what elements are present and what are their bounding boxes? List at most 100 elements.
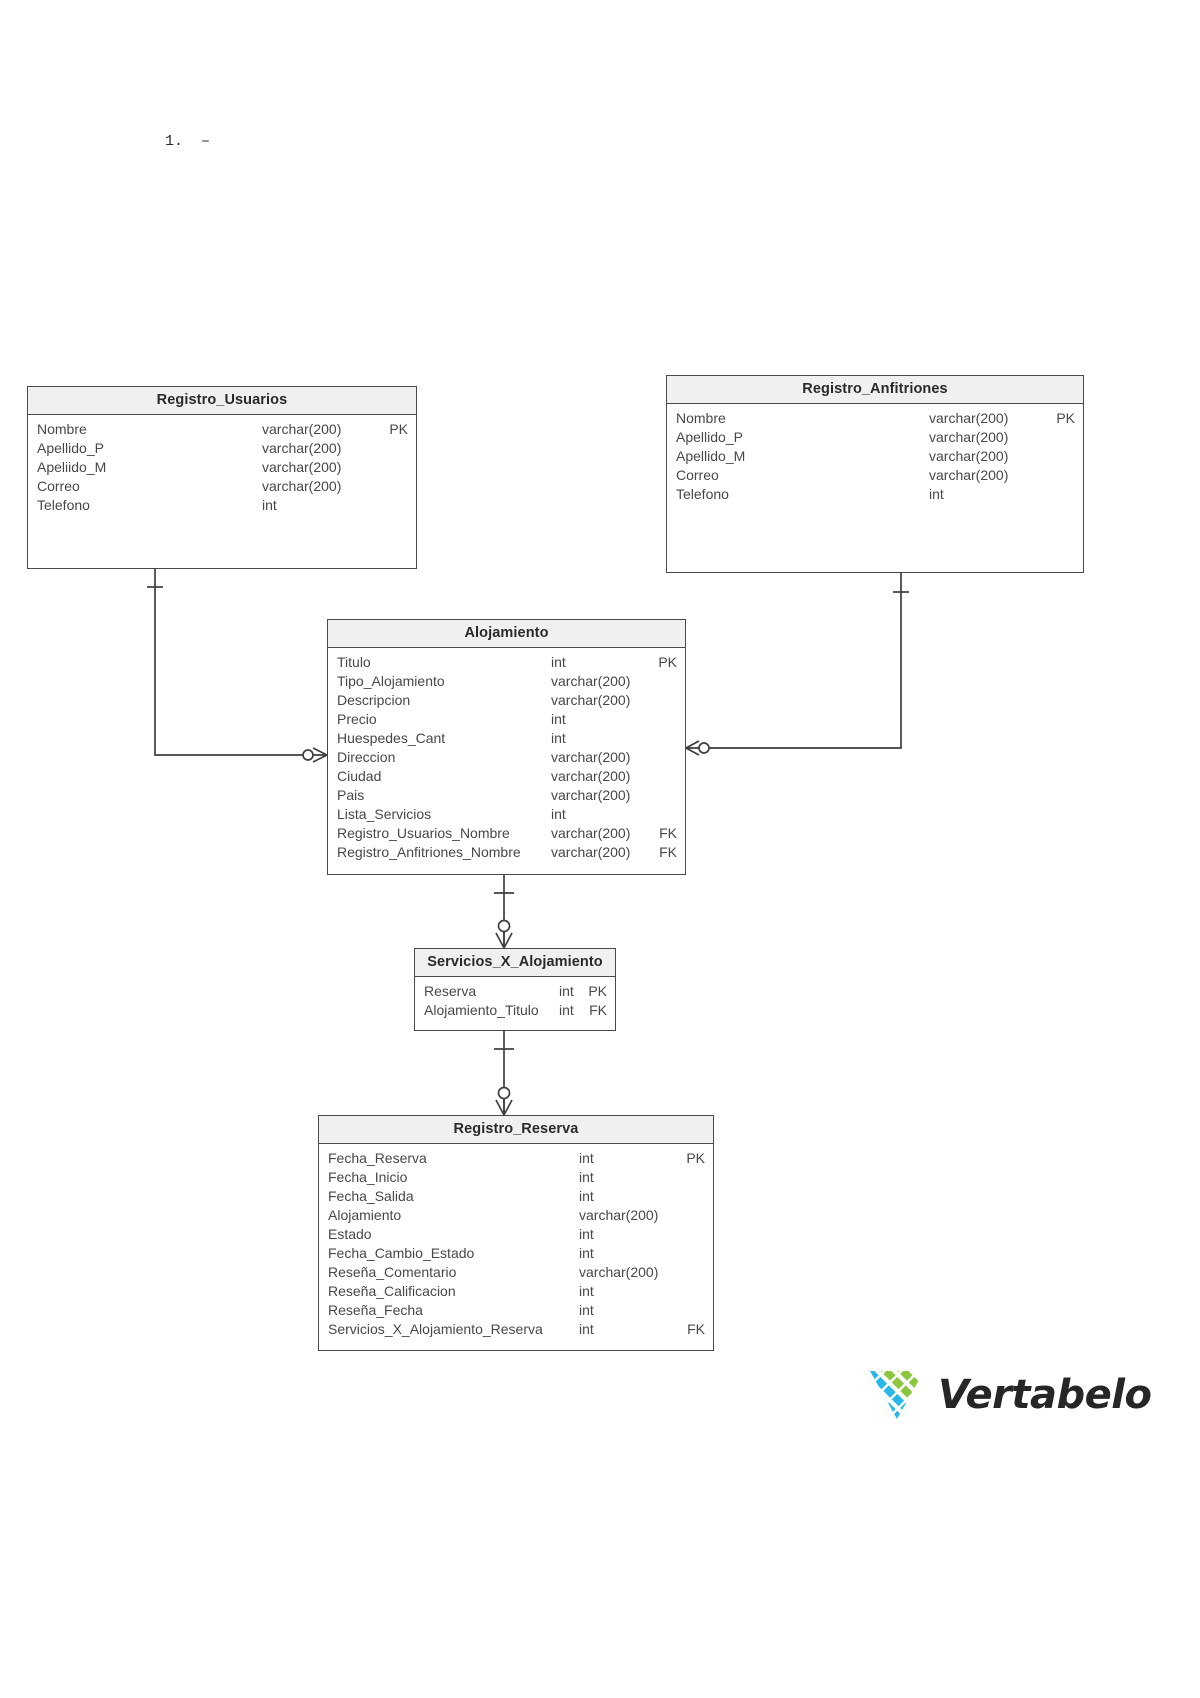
- attribute-type: int: [559, 1002, 574, 1018]
- attribute-type: varchar(200): [579, 1264, 659, 1280]
- attribute-type: int: [579, 1302, 594, 1318]
- attribute-row: Fecha_Salida int: [319, 1187, 713, 1206]
- attribute-name: Reseña_Calificacion: [328, 1283, 456, 1299]
- attribute-name: Registro_Usuarios_Nombre: [337, 825, 510, 841]
- attribute-type: varchar(200): [551, 844, 631, 860]
- entity-title-servicios-x-alojamiento: Servicios_X_Alojamiento: [415, 949, 615, 977]
- attribute-type: int: [559, 983, 574, 999]
- attribute-type: int: [262, 497, 277, 513]
- attribute-name: Descripcion: [337, 692, 411, 708]
- attribute-type: varchar(200): [929, 448, 1009, 464]
- attribute-name: Apellido_P: [37, 440, 104, 456]
- attribute-name: Apeliido_M: [37, 459, 107, 475]
- attribute-row: Reserva int PK: [415, 982, 615, 1001]
- attribute-type: varchar(200): [929, 429, 1009, 445]
- attribute-row: Tipo_Alojamiento varchar(200): [328, 672, 685, 691]
- attribute-name: Alojamiento: [328, 1207, 402, 1223]
- entity-registro-usuarios[interactable]: Registro_Usuarios Nombre varchar(200) PK…: [27, 386, 417, 569]
- attribute-type: varchar(200): [929, 410, 1009, 426]
- vertabelo-triangle-icon: [870, 1371, 924, 1419]
- attribute-row: Reseña_Calificacion int: [319, 1282, 713, 1301]
- attribute-row: Reseña_Comentario varchar(200): [319, 1263, 713, 1282]
- attribute-name: Reserva: [424, 983, 477, 999]
- attribute-row: Registro_Anfitriones_Nombre varchar(200)…: [328, 843, 685, 862]
- attribute-type: int: [579, 1150, 594, 1166]
- attribute-name: Apellido_P: [676, 429, 743, 445]
- attribute-row: Titulo int PK: [328, 653, 685, 672]
- attribute-type: varchar(200): [551, 825, 631, 841]
- attribute-key: PK: [686, 1150, 705, 1166]
- attribute-row: Fecha_Cambio_Estado int: [319, 1244, 713, 1263]
- attribute-type: int: [579, 1188, 594, 1204]
- attribute-row: Nombre varchar(200) PK: [667, 409, 1083, 428]
- attribute-name: Reseña_Fecha: [328, 1302, 423, 1318]
- attribute-row: Alojamiento_Titulo int FK: [415, 1001, 615, 1020]
- attribute-row: Telefono int: [28, 496, 416, 515]
- attribute-name: Ciudad: [337, 768, 382, 784]
- entity-registro-reserva[interactable]: Registro_Reserva Fecha_Reserva int PK Fe…: [318, 1115, 714, 1351]
- attribute-row: Estado int: [319, 1225, 713, 1244]
- attribute-type: int: [551, 711, 566, 727]
- attribute-row: Apellido_M varchar(200): [667, 447, 1083, 466]
- attribute-type: int: [579, 1169, 594, 1185]
- attribute-row: Correo varchar(200): [28, 477, 416, 496]
- attribute-type: int: [551, 654, 566, 670]
- entity-attributes-registro-anfitriones: Nombre varchar(200) PK Apellido_P varcha…: [667, 404, 1083, 514]
- attribute-row: Apellido_P varchar(200): [667, 428, 1083, 447]
- attribute-type: varchar(200): [551, 673, 631, 689]
- entity-attributes-alojamiento: Titulo int PK Tipo_Alojamiento varchar(2…: [328, 648, 685, 872]
- attribute-name: Correo: [37, 478, 80, 494]
- attribute-type: int: [929, 486, 944, 502]
- attribute-row: Pais varchar(200): [328, 786, 685, 805]
- attribute-row: Direccion varchar(200): [328, 748, 685, 767]
- attribute-type: varchar(200): [262, 421, 342, 437]
- attribute-name: Nombre: [676, 410, 726, 426]
- vertabelo-wordmark: Vertabelo: [938, 1372, 1152, 1418]
- attribute-name: Titulo: [337, 654, 371, 670]
- entity-attributes-servicios-x-alojamiento: Reserva int PK Alojamiento_Titulo int FK: [415, 977, 615, 1030]
- attribute-type: varchar(200): [262, 440, 342, 456]
- entity-attributes-registro-reserva: Fecha_Reserva int PK Fecha_Inicio int Fe…: [319, 1144, 713, 1349]
- attribute-name: Telefono: [37, 497, 90, 513]
- attribute-type: int: [579, 1245, 594, 1261]
- attribute-name: Telefono: [676, 486, 729, 502]
- attribute-type: varchar(200): [551, 768, 631, 784]
- entity-alojamiento[interactable]: Alojamiento Titulo int PK Tipo_Alojamien…: [327, 619, 686, 875]
- attribute-row: Huespedes_Cant int: [328, 729, 685, 748]
- attribute-row: Alojamiento varchar(200): [319, 1206, 713, 1225]
- attribute-name: Huespedes_Cant: [337, 730, 446, 746]
- attribute-row: Precio int: [328, 710, 685, 729]
- attribute-type: int: [551, 730, 566, 746]
- entity-servicios-x-alojamiento[interactable]: Servicios_X_Alojamiento Reserva int PK A…: [414, 948, 616, 1031]
- attribute-key: FK: [687, 1321, 705, 1337]
- attribute-row: Nombre varchar(200) PK: [28, 420, 416, 439]
- attribute-name: Fecha_Reserva: [328, 1150, 427, 1166]
- attribute-type: int: [579, 1283, 594, 1299]
- attribute-key: FK: [659, 825, 677, 841]
- attribute-name: Pais: [337, 787, 365, 803]
- entity-attributes-registro-usuarios: Nombre varchar(200) PK Apellido_P varcha…: [28, 415, 416, 525]
- attribute-row: Registro_Usuarios_Nombre varchar(200) FK: [328, 824, 685, 843]
- attribute-name: Alojamiento_Titulo: [424, 1002, 539, 1018]
- attribute-row: Apeliido_M varchar(200): [28, 458, 416, 477]
- attribute-name: Fecha_Inicio: [328, 1169, 408, 1185]
- entity-title-registro-anfitriones: Registro_Anfitriones: [667, 376, 1083, 404]
- attribute-name: Precio: [337, 711, 377, 727]
- entity-registro-anfitriones[interactable]: Registro_Anfitriones Nombre varchar(200)…: [666, 375, 1084, 573]
- attribute-key: FK: [659, 844, 677, 860]
- attribute-key: PK: [389, 421, 408, 437]
- attribute-type: int: [551, 806, 566, 822]
- attribute-name: Estado: [328, 1226, 372, 1242]
- vertabelo-logo: Vertabelo: [868, 1360, 1152, 1430]
- ordered-list-marker: 1. –: [165, 133, 211, 150]
- attribute-row: Lista_Servicios int: [328, 805, 685, 824]
- attribute-type: varchar(200): [579, 1207, 659, 1223]
- attribute-type: int: [579, 1226, 594, 1242]
- attribute-name: Reseña_Comentario: [328, 1264, 457, 1280]
- attribute-type: varchar(200): [262, 459, 342, 475]
- attribute-type: varchar(200): [551, 787, 631, 803]
- attribute-row: Correo varchar(200): [667, 466, 1083, 485]
- attribute-type: varchar(200): [929, 467, 1009, 483]
- attribute-name: Fecha_Salida: [328, 1188, 414, 1204]
